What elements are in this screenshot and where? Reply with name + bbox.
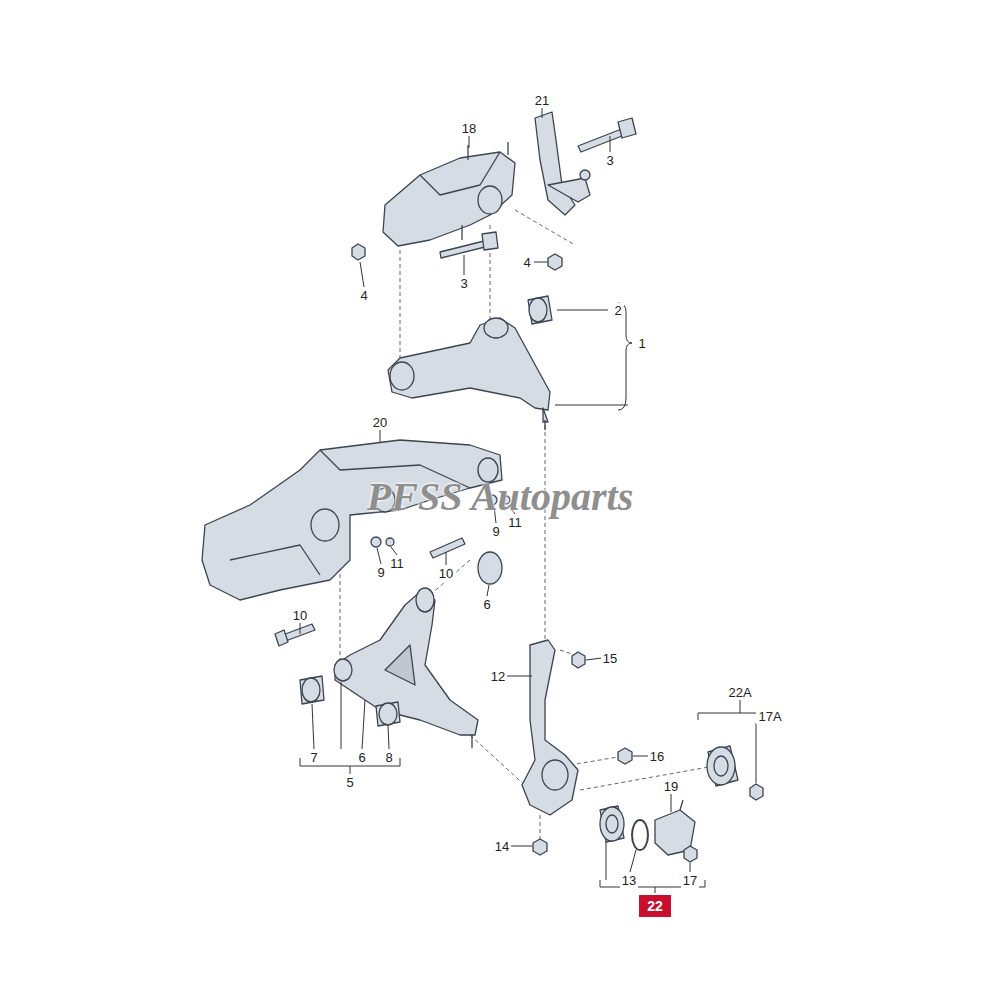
callout-number: 16: [648, 749, 666, 764]
callout-number: 22A: [726, 685, 753, 700]
callout-number: 9: [490, 524, 501, 539]
callout-number: 10: [437, 566, 455, 581]
callout-number: 4: [521, 255, 532, 270]
callout-number: 2: [612, 303, 623, 318]
callout-number: 17A: [756, 709, 783, 724]
callout-number: 13: [620, 873, 638, 888]
callout-number: 20: [371, 415, 389, 430]
callout-number: 7: [308, 750, 319, 765]
callout-number: 12: [489, 669, 507, 684]
callout-number: 11: [388, 556, 406, 571]
callout-number: 9: [375, 565, 386, 580]
callout-number: 21: [533, 93, 551, 108]
callout-number: 1: [636, 336, 647, 351]
callout-number: 4: [358, 288, 369, 303]
callout-number: 5: [344, 775, 355, 790]
callout-number: 6: [481, 597, 492, 612]
callout-number: 8: [383, 750, 394, 765]
callout-number: 18: [460, 121, 478, 136]
callout-number: 15: [601, 651, 619, 666]
callout-number: 6: [356, 750, 367, 765]
callout-number: 19: [662, 779, 680, 794]
callout-number: 3: [458, 276, 469, 291]
part-set-number: 22: [647, 899, 663, 913]
callout-number: 11: [506, 515, 524, 530]
callout-number: 17: [681, 873, 699, 888]
callout-number: 14: [493, 839, 511, 854]
callout-number: 3: [604, 153, 615, 168]
watermark: PFSS Autoparts: [367, 477, 633, 517]
part-set-box: 22: [639, 895, 671, 917]
callout-number: 10: [291, 608, 309, 623]
